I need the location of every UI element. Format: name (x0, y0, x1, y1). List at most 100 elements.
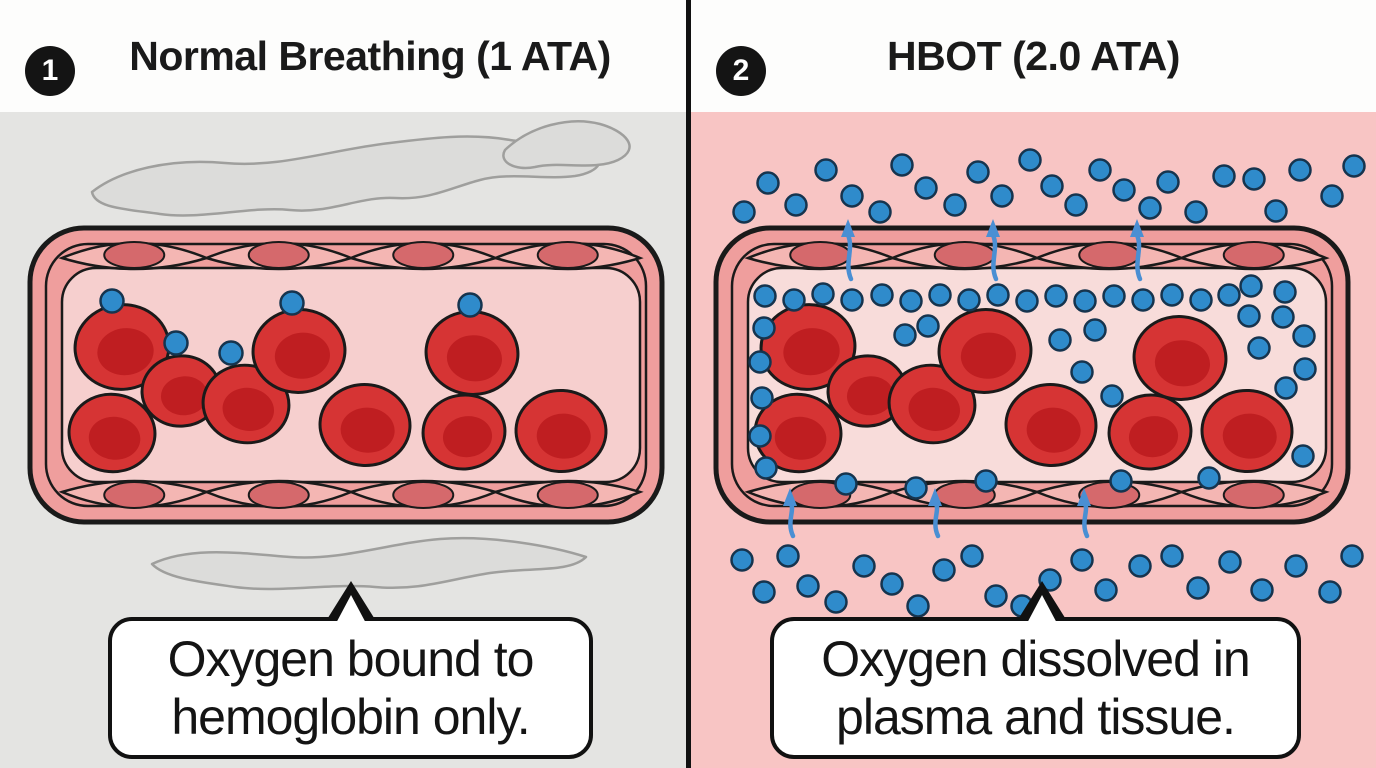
oxygen-molecule-icon (1264, 199, 1288, 223)
rbc-center (846, 376, 894, 416)
endothelial-nucleus (933, 241, 996, 269)
arrow-shaft (1134, 232, 1143, 282)
oxygen-molecule-icon (990, 184, 1014, 208)
oxygen-molecule-icon (899, 289, 923, 313)
red-blood-cell (424, 310, 520, 396)
arrowhead-icon (783, 488, 797, 506)
red-blood-cell (937, 308, 1033, 394)
oxygen-molecule-icon (1274, 376, 1298, 400)
arrow-shaft (787, 499, 796, 539)
right-caption-line1: Oxygen dissolved in (821, 631, 1250, 687)
endothelial-nucleus (103, 241, 166, 269)
arrow-shaft (990, 232, 999, 282)
oxygen-molecule-icon (752, 580, 776, 604)
arrowhead-icon (986, 219, 1000, 237)
oxygen-molecule-icon (748, 350, 772, 374)
oxygen-molecule-icon (904, 476, 928, 500)
oxygen-molecule-icon (1217, 283, 1241, 307)
oxygen-molecule-icon (1247, 336, 1271, 360)
arrowhead-icon (1130, 219, 1144, 237)
endothelial-nucleus (103, 481, 166, 509)
oxygen-molecule-icon (824, 590, 848, 614)
oxygen-molecule-icon (1189, 288, 1213, 312)
red-blood-cell (1200, 388, 1294, 474)
oxygen-molecule-icon (1342, 154, 1366, 178)
oxygen-molecule-icon (1242, 167, 1266, 191)
red-blood-cell (1004, 382, 1098, 468)
oxygen-molecule-icon (1160, 544, 1184, 568)
oxygen-molecule-icon (966, 160, 990, 184)
vessel-wall-inner-line (44, 242, 648, 508)
red-blood-cell (421, 393, 507, 471)
diffusion-arrow (783, 488, 797, 539)
oxygen-molecule-icon (868, 200, 892, 224)
endothelial-nucleus (536, 241, 599, 269)
oxygen-molecule-icon (1340, 544, 1364, 568)
oxygen-molecule-icon (782, 288, 806, 312)
oxygen-molecule-icon (754, 456, 778, 480)
oxygen-molecule-icon (1292, 324, 1316, 348)
left-panel-header: 1 Normal Breathing (1 ATA) (0, 0, 686, 112)
oxygen-molecule-icon (1100, 384, 1124, 408)
rbc-center (88, 416, 141, 460)
oxygen-molecule-icon (1128, 554, 1152, 578)
left-caption-line1: Oxygen bound to (167, 631, 535, 687)
oxygen-molecule-icon (732, 200, 756, 224)
oxygen-molecule-icon (890, 153, 914, 177)
right-caption-line2: plasma and tissue. (836, 689, 1236, 745)
endothelial-nucleus (247, 481, 310, 509)
oxygen-molecule-icon (1284, 554, 1308, 578)
bubble-pointer-fill (1025, 595, 1059, 627)
oxygen-molecule-icon (834, 472, 858, 496)
oxygen-molecule-icon (1064, 193, 1088, 217)
endothelial-nucleus (1078, 241, 1141, 269)
oxygen-molecule-icon (1212, 164, 1236, 188)
red-blood-cells (67, 303, 608, 474)
oxygen-molecule-icon (1318, 580, 1342, 604)
rbc-center (446, 335, 503, 382)
oxygen-molecule-icon (1112, 178, 1136, 202)
oxygen-molecule-icon (1138, 196, 1162, 220)
oxygen-molecule-icon (1073, 289, 1097, 313)
red-blood-cell (1132, 315, 1228, 401)
blood-vessel-hbot (713, 148, 1366, 618)
tissue-outline-top (90, 135, 601, 217)
oxygen-molecule-icon (960, 544, 984, 568)
arrow-shaft (1081, 499, 1090, 539)
dissolved-oxygen-tissue (730, 148, 1366, 618)
oxygen-molecule-icon (1237, 304, 1261, 328)
left-caption-bubble: Oxygen bound to hemoglobin only. (108, 581, 593, 759)
rbc-center (160, 376, 208, 416)
rbc-center (774, 416, 827, 460)
diffusion-arrow (1077, 488, 1091, 539)
rbc-center (1026, 407, 1081, 453)
oxygen-molecule-icon (1197, 466, 1221, 490)
endothelial-nucleus (392, 241, 455, 269)
oxygen-molecule-icon (1320, 184, 1344, 208)
rbc-center (222, 387, 274, 431)
rbc-center (274, 332, 330, 379)
rbc-center (960, 332, 1016, 379)
oxygen-molecule-icon (840, 184, 864, 208)
bubble-pointer-fill (334, 595, 368, 627)
left-caption-line2: hemoglobin only. (171, 689, 530, 745)
rbc-center (442, 416, 493, 458)
oxygen-diffusion-arrows (783, 219, 1144, 539)
oxygen-molecule-icon (814, 158, 838, 182)
oxygen-molecule-icon (1293, 357, 1317, 381)
oxygen-molecule-icon (752, 316, 776, 340)
diffusion-arrow (1130, 219, 1144, 282)
oxygen-molecule-icon (1184, 200, 1208, 224)
oxygen-molecule-icon (928, 283, 952, 307)
red-blood-cell (67, 392, 157, 474)
oxygen-molecule-icon (1160, 283, 1184, 307)
endothelial-nucleus (789, 241, 852, 269)
oxygen-molecule-icon (163, 330, 189, 356)
oxygen-molecule-icon (1088, 158, 1112, 182)
oxygen-molecule-icon (840, 288, 864, 312)
rbc-center (783, 328, 840, 376)
right-caption-bubble: Oxygen dissolved in plasma and tissue. (770, 581, 1301, 759)
tissue-outline-bottom (150, 536, 588, 591)
red-blood-cell (318, 382, 412, 468)
